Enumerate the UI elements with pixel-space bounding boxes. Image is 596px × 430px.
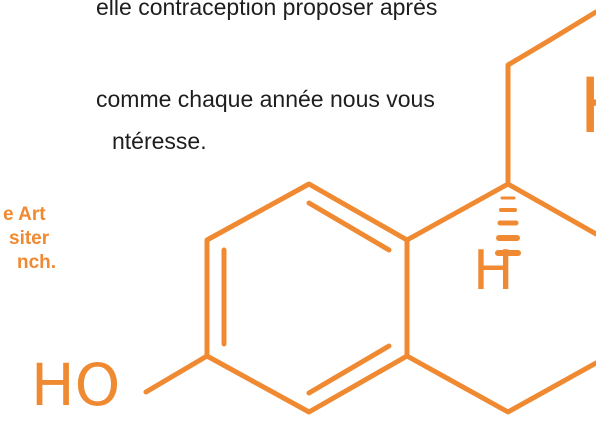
hashed-wedge-bond <box>495 196 521 256</box>
ring-a-double-bond-bottom <box>306 343 392 396</box>
molecule-bonds <box>143 9 596 415</box>
callout-line-2: siter <box>9 228 50 249</box>
callout-line-1: e Art <box>3 204 46 225</box>
hydrogen-label-edge: H <box>579 68 596 144</box>
body-text-line-3: ntéresse. <box>112 128 207 154</box>
ring-a-double-bond-top <box>306 200 392 253</box>
ring-a-outline <box>204 181 410 415</box>
body-text-line-2: comme chaque année nous vous <box>96 86 435 112</box>
hydroxyl-label: HO <box>31 351 121 419</box>
callout-line-3: nch. <box>17 252 57 273</box>
body-text-line-1: elle contraception proposer après <box>96 0 438 20</box>
ring-c-outline <box>505 9 596 187</box>
hydroxyl-bond <box>143 353 210 395</box>
ring-b-lower <box>404 353 596 415</box>
hydrogen-label-inner: H <box>473 239 514 302</box>
